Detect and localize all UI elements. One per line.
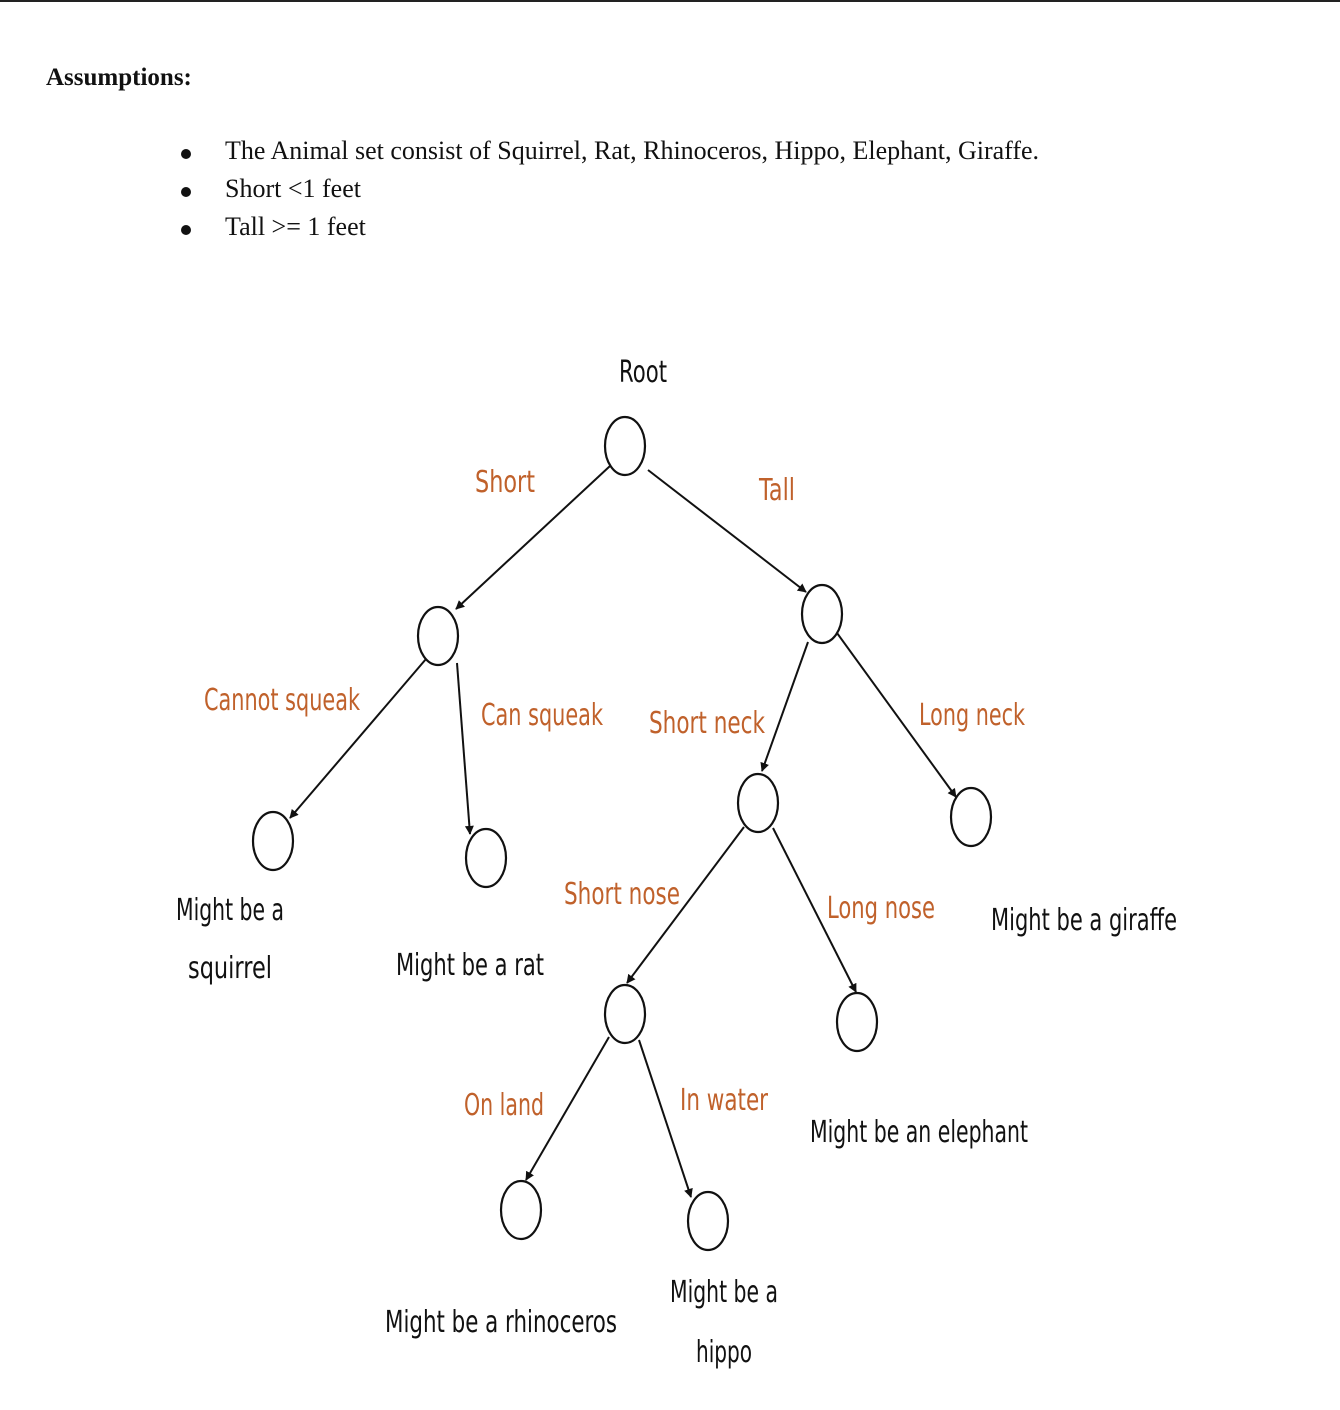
bullet-icon (181, 187, 191, 197)
edge-label-can-squeak: Can squeak (481, 698, 603, 733)
node-rhinoceros (499, 1179, 543, 1241)
edge-label-in-water: In water (680, 1083, 768, 1118)
node-tall (800, 583, 844, 645)
node-short (416, 605, 460, 667)
node-rat (464, 827, 508, 889)
node-elephant (835, 991, 879, 1053)
edge-label-short-neck: Short neck (649, 706, 765, 741)
leaf-label-rat: Might be a rat (396, 948, 544, 983)
leaf-label-hippo-line-2: hippo (696, 1335, 752, 1370)
assumption-text: Short <1 feet (225, 174, 361, 203)
edge-tall (647, 469, 807, 593)
edge-cannot-squeak (289, 658, 427, 819)
edge-label-cannot-squeak: Cannot squeak (204, 683, 360, 718)
leaf-label-hippo-line-1: Might be a (670, 1275, 778, 1310)
edge-long-nose (772, 827, 857, 993)
node-giraffe (949, 786, 993, 848)
node-hippo (686, 1190, 730, 1252)
node-short-neck (736, 772, 780, 834)
assumption-text: Tall >= 1 feet (225, 212, 366, 241)
edge-long-neck (836, 632, 957, 798)
leaf-label-squirrel-line-1: Might be a (176, 893, 284, 928)
bullet-icon (181, 225, 191, 235)
top-rule (0, 0, 1340, 2)
edge-label-short-nose: Short nose (564, 877, 680, 912)
edge-label-long-neck: Long neck (919, 698, 1025, 733)
edge-label-short: Short (475, 465, 535, 500)
leaf-label-squirrel-line-2: squirrel (188, 951, 272, 986)
leaf-label-giraffe: Might be a giraffe (991, 903, 1177, 938)
node-root (603, 415, 647, 477)
node-short-nose (603, 983, 647, 1045)
edge-can-squeak (456, 662, 474, 835)
assumptions-heading: Assumptions: (46, 64, 192, 91)
root-label: Root (619, 355, 667, 390)
node-squirrel (251, 810, 295, 872)
edge-short-nose (626, 826, 745, 984)
edge-in-water (638, 1039, 693, 1198)
assumption-text: The Animal set consist of Squirrel, Rat,… (225, 136, 1040, 165)
leaf-label-elephant: Might be an elephant (810, 1115, 1028, 1150)
edge-on-land (525, 1036, 610, 1181)
edge-label-long-nose: Long nose (827, 891, 935, 926)
bullet-icon (181, 149, 191, 159)
edge-short-neck (760, 641, 809, 772)
edge-short (455, 465, 611, 610)
edge-label-tall: Tall (758, 473, 795, 508)
leaf-label-rhinoceros: Might be a rhinoceros (385, 1305, 617, 1340)
edge-label-on-land: On land (464, 1088, 544, 1123)
